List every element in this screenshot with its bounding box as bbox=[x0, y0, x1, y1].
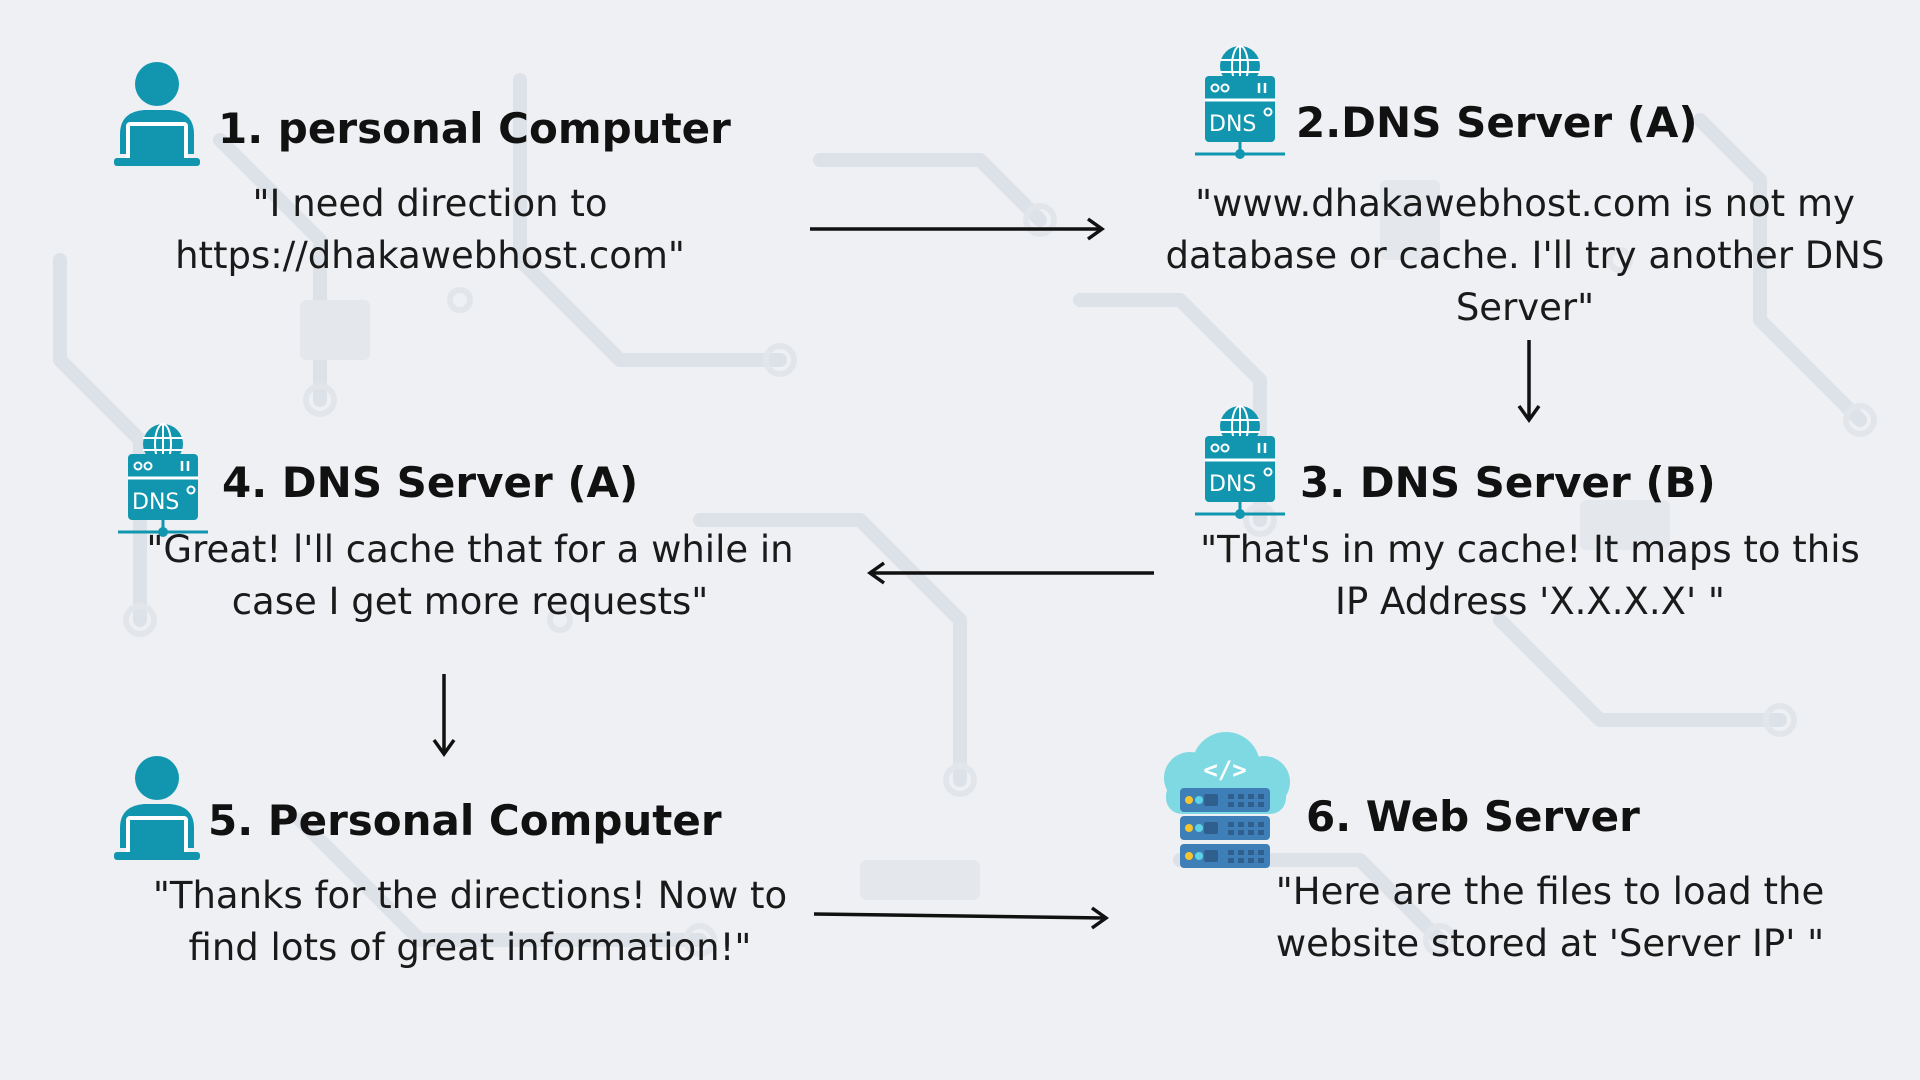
step-quote: "www.dhakawebhost.com is not my database… bbox=[1160, 178, 1890, 334]
quote-line: website stored at 'Server IP' " bbox=[1275, 922, 1825, 965]
quote-line: find lots of great information!" bbox=[188, 926, 752, 969]
step-quote: "That's in my cache! It maps to this IP … bbox=[1180, 524, 1880, 628]
quote-line: Server" bbox=[1455, 286, 1595, 329]
arrow-4-to-5 bbox=[432, 674, 456, 758]
quote-line: "That's in my cache! It maps to this bbox=[1200, 528, 1860, 571]
arrow-1-to-2 bbox=[810, 217, 1106, 241]
step-title: 6. Web Server bbox=[1306, 792, 1640, 841]
quote-line: "Here are the files to load the bbox=[1275, 870, 1825, 913]
step-quote: "Great! l'll cache that for a while in c… bbox=[120, 524, 820, 628]
dns-server-icon: DNS bbox=[118, 423, 208, 537]
cloud-web-server-icon: </> bbox=[1164, 732, 1290, 868]
step-title: 1. personal Computer bbox=[218, 104, 731, 153]
quote-line: "I need direction to bbox=[252, 182, 608, 225]
step-title: 2.DNS Server (A) bbox=[1296, 98, 1698, 147]
step-quote: "I need direction to https://dhakawebhos… bbox=[130, 178, 730, 282]
dns-server-icon: DNS bbox=[1195, 45, 1285, 159]
quote-line: IP Address 'X.X.X.X' " bbox=[1335, 580, 1725, 623]
dns-label: DNS bbox=[1209, 112, 1256, 137]
dns-server-icon: DNS bbox=[1195, 405, 1285, 519]
quote-line: case I get more requests" bbox=[231, 580, 709, 623]
person-laptop-icon bbox=[114, 756, 200, 860]
arrow-3-to-4 bbox=[866, 561, 1154, 585]
quote-line: https://dhakawebhost.com" bbox=[175, 234, 685, 277]
quote-line: database or cache. I'll try another DNS bbox=[1165, 234, 1885, 277]
step-title: 5. Personal Computer bbox=[208, 796, 722, 845]
code-label: </> bbox=[1203, 756, 1246, 784]
person-laptop-icon bbox=[114, 62, 200, 166]
step-title: 4. DNS Server (A) bbox=[222, 458, 639, 507]
step-quote: "Thanks for the directions! Now to find … bbox=[120, 870, 820, 974]
arrow-2-to-3 bbox=[1517, 340, 1541, 424]
step-quote: "Here are the files to load the website … bbox=[1240, 866, 1860, 970]
step-title: 3. DNS Server (B) bbox=[1300, 458, 1716, 507]
arrow-5-to-6 bbox=[813, 906, 1110, 930]
quote-line: "www.dhakawebhost.com is not my bbox=[1195, 182, 1855, 225]
dns-label: DNS bbox=[132, 490, 179, 515]
quote-line: "Thanks for the directions! Now to bbox=[152, 874, 788, 917]
dns-label: DNS bbox=[1209, 472, 1256, 497]
quote-line: "Great! l'll cache that for a while in bbox=[146, 528, 794, 571]
